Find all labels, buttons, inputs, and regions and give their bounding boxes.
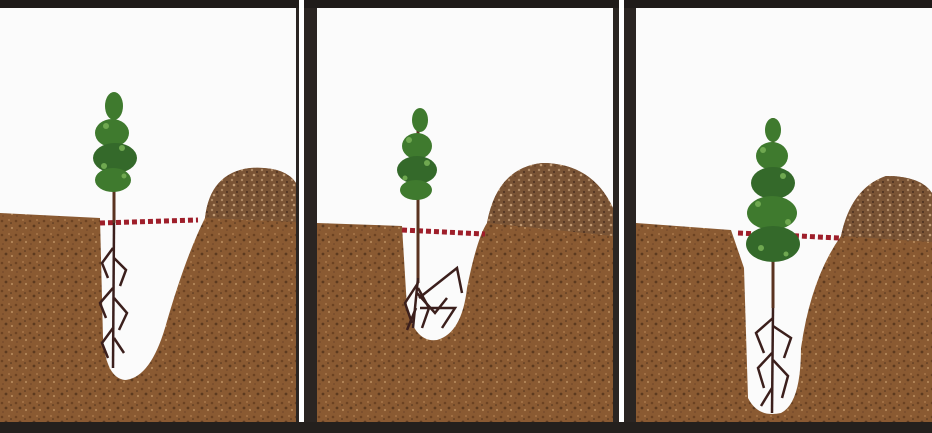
panel-3 [636, 8, 932, 422]
top-frame [0, 0, 932, 8]
panel-divider-2 [619, 0, 624, 433]
dug-soil-mound [205, 168, 296, 222]
seedling [746, 118, 800, 308]
panel-2-illustration [317, 8, 613, 422]
roots [100, 223, 127, 368]
panel-3-illustration [636, 8, 932, 422]
panel-divider-1 [299, 0, 304, 433]
panel-1 [0, 8, 296, 422]
roots [405, 268, 462, 330]
panel-2 [317, 8, 613, 422]
bottom-frame [0, 422, 932, 433]
dug-soil-mound [841, 176, 932, 242]
ground-level-line [402, 230, 485, 234]
seedling [93, 92, 137, 223]
panel-1-illustration [0, 8, 296, 422]
roots [756, 308, 791, 413]
